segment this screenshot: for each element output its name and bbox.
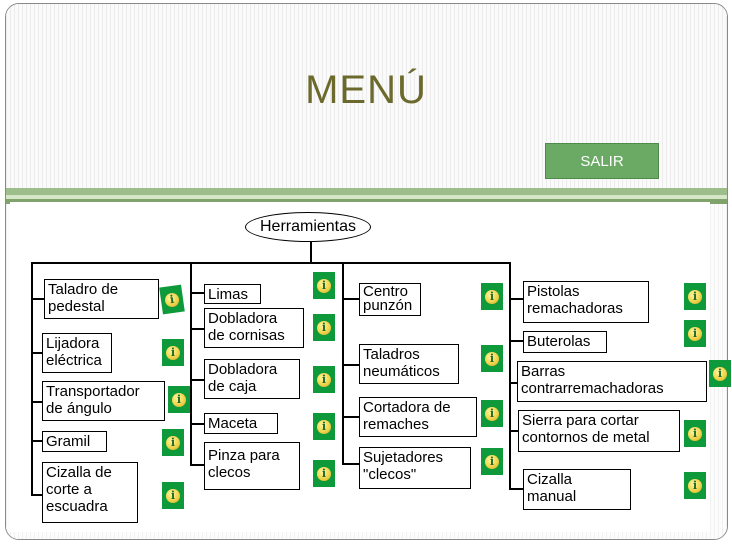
info-button[interactable]: i (162, 482, 184, 509)
info-icon: i (485, 289, 499, 304)
info-button[interactable]: i (168, 386, 190, 413)
top-bus-line (31, 262, 510, 264)
tool-taladro-de-pedestal[interactable]: Taladro de pedestal (44, 279, 159, 319)
info-icon: i (713, 366, 727, 381)
tool-centro-punzon[interactable]: Centro punzón (359, 283, 421, 316)
connector-line (342, 463, 359, 465)
tool-limas[interactable]: Limas (204, 284, 261, 304)
info-icon: i (485, 351, 499, 366)
info-button[interactable]: i (162, 429, 184, 456)
info-icon: i (688, 478, 702, 493)
connector-line (190, 292, 204, 294)
info-button[interactable]: i (481, 400, 503, 427)
exit-button[interactable]: SALIR (545, 143, 659, 179)
tool-cizalla-manual[interactable]: Cizalla manual (523, 469, 631, 510)
info-icon: i (166, 345, 180, 360)
info-icon: i (172, 392, 186, 407)
info-icon: i (688, 326, 702, 341)
info-icon: i (688, 426, 702, 441)
info-button[interactable]: i (709, 360, 731, 387)
tool-transportador-de-angulo[interactable]: Transportador de ángulo (42, 381, 165, 421)
info-button[interactable]: i (684, 472, 706, 499)
info-icon: i (485, 454, 499, 469)
tool-cortadora-de-remaches[interactable]: Cortadora de remaches (359, 397, 477, 437)
connector-line (31, 440, 42, 442)
info-icon: i (317, 372, 331, 387)
tool-cizalla-de-corte-a-escuadra[interactable]: Cizalla de corte a escuadra (42, 462, 138, 523)
info-button[interactable]: i (162, 339, 184, 366)
root-stem-line (310, 242, 312, 263)
tool-dobladora-de-cornisas[interactable]: Dobladora de cornisas (204, 308, 304, 348)
connector-line (31, 401, 42, 403)
column-2-trunk-line (190, 262, 192, 466)
divider-band (6, 188, 727, 195)
column-4-trunk-line (509, 262, 511, 490)
page-title: MENÚ (305, 68, 427, 112)
tool-taladros-neumaticos[interactable]: Taladros neumáticos (359, 344, 459, 384)
info-button[interactable]: i (313, 366, 335, 393)
info-button[interactable]: i (313, 272, 335, 299)
info-button[interactable]: i (684, 283, 706, 310)
connector-line (342, 416, 359, 418)
connector-line (31, 352, 42, 354)
divider-band-dark (6, 199, 727, 204)
tool-sierra-para-cortar-contornos-de-metal[interactable]: Sierra para cortar contornos de metal (518, 410, 680, 452)
tool-pistolas-remachadoras[interactable]: Pistolas remachadoras (523, 281, 649, 323)
info-icon: i (164, 291, 180, 308)
info-button[interactable]: i (481, 345, 503, 372)
column-1-trunk-line (31, 262, 33, 496)
info-button[interactable]: i (481, 448, 503, 475)
connector-line (31, 298, 44, 300)
info-icon: i (688, 289, 702, 304)
info-icon: i (485, 406, 499, 421)
info-button[interactable]: i (684, 420, 706, 447)
connector-line (342, 298, 359, 300)
column-3-trunk-line (342, 262, 344, 464)
connector-line (190, 379, 204, 381)
root-node-herramientas: Herramientas (245, 212, 371, 242)
tool-lijadora-electrica[interactable]: Lijadora eléctrica (42, 333, 112, 373)
info-icon: i (166, 435, 180, 450)
info-button[interactable]: i (481, 283, 503, 310)
info-button[interactable]: i (313, 314, 335, 341)
connector-line (31, 494, 42, 496)
connector-line (509, 382, 523, 384)
info-icon: i (317, 278, 331, 293)
info-button[interactable]: i (159, 284, 185, 315)
divider-band-light (6, 195, 727, 199)
connector-line (509, 340, 523, 342)
info-button[interactable]: i (684, 320, 706, 347)
info-button[interactable]: i (313, 413, 335, 440)
tool-barras-contrarremachadoras[interactable]: Barras contrarremachadoras (517, 361, 707, 402)
connector-line (342, 364, 359, 366)
tool-dobladora-de-caja[interactable]: Dobladora de caja (204, 359, 300, 399)
info-icon: i (166, 488, 180, 503)
connector-line (509, 488, 523, 490)
tool-sujetadores-clecos[interactable]: Sujetadores "clecos" (359, 447, 471, 489)
connector-line (190, 328, 204, 330)
tool-pinza-para-clecos[interactable]: Pinza para clecos (204, 442, 300, 490)
connector-line (509, 430, 523, 432)
tool-gramil[interactable]: Gramil (42, 431, 107, 452)
connector-line (190, 464, 204, 466)
info-button[interactable]: i (313, 460, 335, 487)
info-icon: i (317, 466, 331, 481)
tool-maceta[interactable]: Maceta (204, 413, 278, 434)
info-icon: i (317, 320, 331, 335)
info-icon: i (317, 419, 331, 434)
tool-buterolas[interactable]: Buterolas (523, 331, 607, 353)
connector-line (509, 298, 523, 300)
connector-line (190, 423, 204, 425)
